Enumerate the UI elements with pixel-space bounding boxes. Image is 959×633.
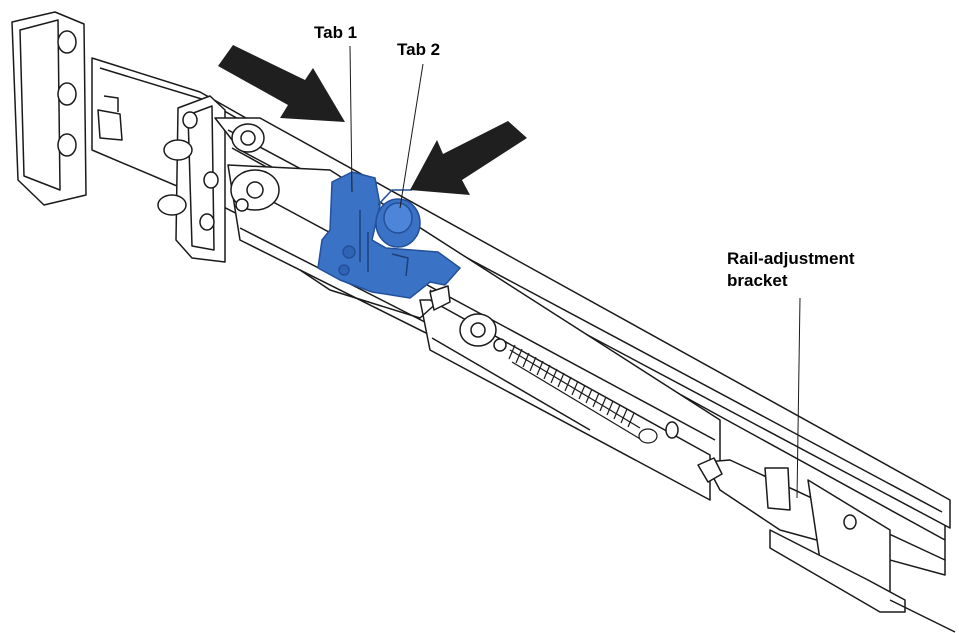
spring-coil bbox=[508, 344, 658, 444]
rail-adjustment-bracket-label: Rail-adjustment bracket bbox=[727, 248, 855, 292]
tab1-label: Tab 1 bbox=[314, 23, 358, 42]
tab1-leader-line bbox=[349, 45, 353, 193]
tab-1 bbox=[317, 171, 461, 299]
rail-label-line2: bracket bbox=[727, 271, 788, 290]
blue-tab-assembly bbox=[317, 171, 461, 299]
lower-guide bbox=[299, 269, 451, 319]
tab2-label: Tab 2 bbox=[397, 40, 441, 59]
front-bracket bbox=[157, 95, 226, 263]
push-arrow-icon bbox=[410, 121, 527, 195]
rail-adjustment-bracket bbox=[697, 457, 956, 633]
arrow-tab1 bbox=[218, 45, 345, 122]
arrow-tab2 bbox=[410, 121, 527, 195]
inner-slide bbox=[419, 299, 711, 501]
push-arrow-icon bbox=[218, 45, 345, 122]
rail-label-line1: Rail-adjustment bbox=[727, 249, 855, 268]
rail-leader-line bbox=[796, 297, 801, 499]
tab2-leader-line bbox=[399, 63, 424, 209]
mounting-flange bbox=[11, 11, 87, 206]
